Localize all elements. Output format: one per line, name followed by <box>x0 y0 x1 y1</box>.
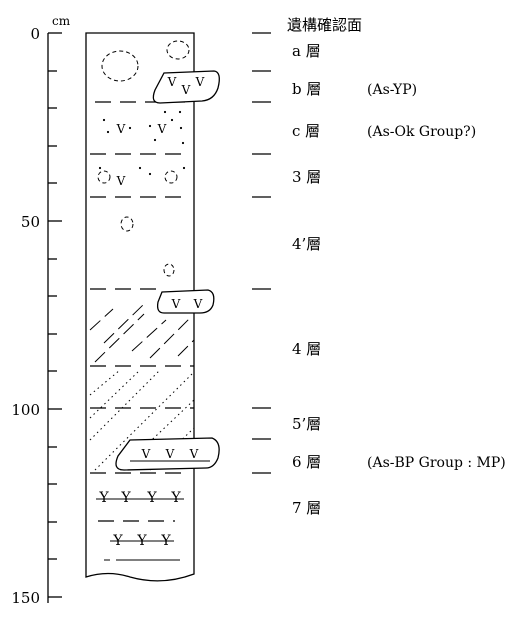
layer-name: c 層 <box>292 122 320 140</box>
tephra-lens-mid: V V <box>156 289 215 314</box>
layer-name: 5’層 <box>292 415 321 433</box>
axis-tick-label: 100 <box>11 401 40 419</box>
axis-tick-label: 150 <box>11 589 40 607</box>
column-outline <box>85 32 195 582</box>
layer-tephra: (As-YP) <box>367 82 417 98</box>
boundary-markers <box>252 32 271 474</box>
svg-text:V: V <box>193 297 203 311</box>
top-label: 遺構確認面 <box>287 16 362 34</box>
tephra-mark: V <box>116 174 126 188</box>
tephra-lens-yp: V V V <box>152 70 220 104</box>
layer-name: 7 層 <box>292 499 321 517</box>
svg-text:V: V <box>141 447 151 461</box>
pumice-clast <box>101 50 139 82</box>
tephra-lens-bp: V V V <box>115 437 220 471</box>
svg-text:V: V <box>167 75 177 89</box>
dashed-hatch <box>89 303 195 363</box>
tephra-mark: V <box>157 122 167 136</box>
axis-tick-label: 0 <box>30 25 40 43</box>
soil-column: V V V <box>85 32 220 582</box>
layer-tephra: (As-BP Group : MP) <box>367 455 506 471</box>
svg-text:V: V <box>165 447 175 461</box>
pumice-clast <box>163 263 175 277</box>
pumice-clast <box>164 170 178 184</box>
pumice-clast <box>166 40 190 60</box>
svg-text:Y: Y <box>120 490 131 506</box>
sand-dots <box>98 110 186 176</box>
layer-name: 4 層 <box>292 340 321 358</box>
layer-tephra: (As-Ok Group?) <box>367 124 476 140</box>
pumice-clast <box>97 170 111 184</box>
layer-name: 4’層 <box>292 235 321 253</box>
axis-tick-label: 50 <box>21 213 40 231</box>
svg-text:Y: Y <box>170 490 181 506</box>
tephra-mark: V <box>116 122 126 136</box>
layer-7-marks: Y Y Y Y Y Y Y <box>96 490 184 561</box>
axis-unit: cm <box>52 14 71 28</box>
depth-axis: cm 0 50 100 150 <box>11 14 70 607</box>
svg-text:V: V <box>171 297 181 311</box>
layer-name: b 層 <box>292 80 321 98</box>
svg-text:Y: Y <box>98 490 109 506</box>
svg-text:V: V <box>181 83 191 97</box>
pumice-clast <box>120 216 134 232</box>
svg-text:V: V <box>195 75 205 89</box>
layer-name: 6 層 <box>292 453 321 471</box>
svg-text:V: V <box>189 447 199 461</box>
svg-text:Y: Y <box>146 490 157 506</box>
layer-name: 3 層 <box>292 168 321 186</box>
layer-labels: 遺構確認面 a 層 b 層 (As-YP) c 層 (As-Ok Group?)… <box>287 16 506 517</box>
layer-name: a 層 <box>292 42 321 60</box>
